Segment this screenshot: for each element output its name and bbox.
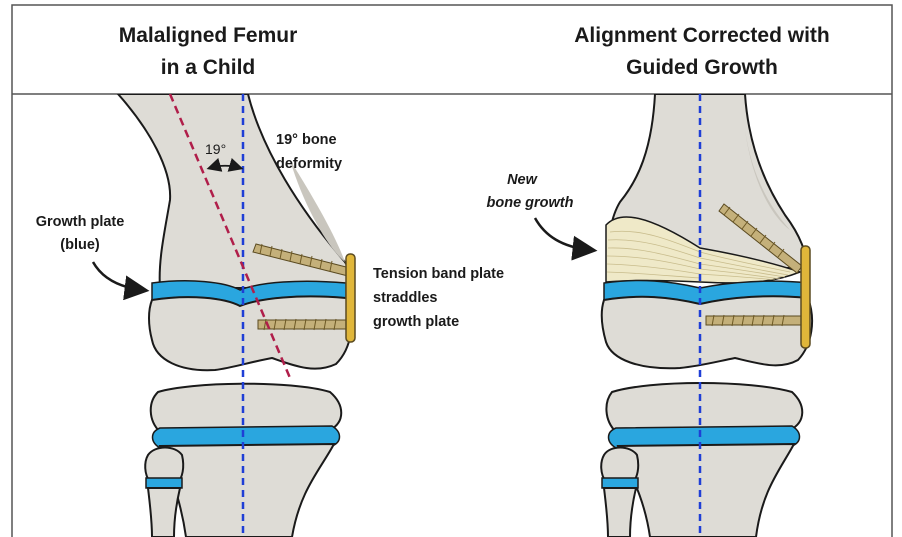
new-growth-label-line2: bone growth [487, 195, 574, 211]
tension-label-line3: growth plate [373, 314, 459, 330]
right-fibula-plate [602, 478, 638, 488]
deformity-label-line2: deformity [276, 156, 342, 172]
left-title-line2: in a Child [161, 56, 256, 79]
tension-label-line1: Tension band plate [373, 266, 504, 282]
right-lower-screw [706, 315, 808, 326]
deformity-label-line1: 19° bone [276, 132, 337, 148]
right-fibula-head [601, 448, 638, 483]
left-fibula-plate [146, 478, 182, 488]
growth-plate-label-line2: (blue) [60, 237, 100, 253]
right-title-line2: Guided Growth [626, 56, 778, 79]
left-title-line1: Malaligned Femur [119, 24, 298, 47]
left-epiphysis [149, 296, 351, 370]
right-title-line1: Alignment Corrected with [574, 24, 830, 47]
growth-plate-label-line1: Growth plate [36, 214, 125, 230]
screw-icon [706, 316, 808, 325]
right-epiphysis [602, 296, 812, 368]
left-fibula-head [145, 448, 183, 483]
new-growth-label-line1: New [507, 172, 539, 188]
angle-label: 19° [205, 141, 226, 157]
right-tibia-epiphysis [606, 383, 802, 432]
left-tension-band-plate [346, 254, 355, 342]
left-tibia-epiphysis [151, 384, 342, 432]
tension-label-line2: straddles [373, 290, 437, 306]
left-lower-screw [258, 319, 352, 330]
right-tension-band-plate [801, 246, 810, 348]
